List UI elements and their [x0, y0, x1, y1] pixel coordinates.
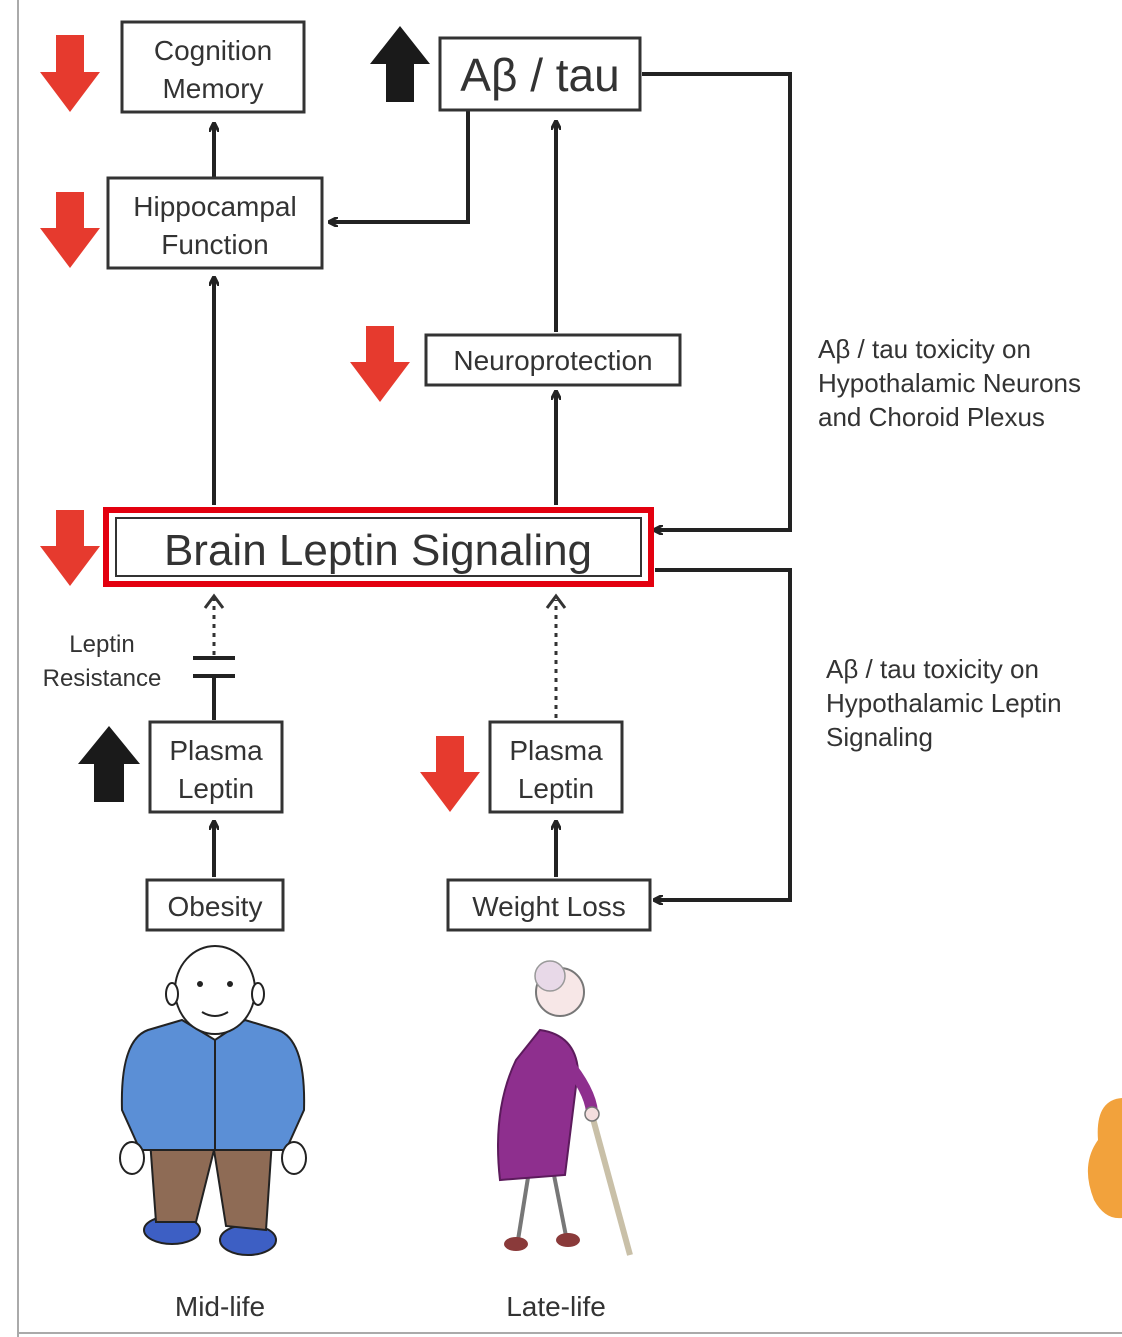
node-weight-loss: Weight Loss [446, 878, 652, 932]
leptin-resistance-line1: Leptin [69, 631, 134, 658]
toxicity-neurons-line2: Hypothalamic Neurons [818, 368, 1081, 398]
dotted-left-arrowhead [203, 593, 225, 609]
leptin-resistance-line2: Resistance [43, 665, 162, 692]
node-hippocampal-function: Hippocampal Function [106, 176, 324, 270]
toxicity-signaling-line2: Hypothalamic Leptin [826, 688, 1062, 718]
late-life-label: Late-life [506, 1291, 606, 1322]
dotted-right-arrowhead [545, 593, 567, 609]
mid-life-man-illustration [119, 945, 307, 1256]
increase-arrow-plasma-left [78, 726, 140, 802]
mid-life-label: Mid-life [175, 1291, 265, 1322]
weight-loss-label: Weight Loss [472, 891, 626, 922]
node-obesity: Obesity [145, 878, 285, 932]
cognition-line2: Memory [162, 73, 263, 104]
neuroprotection-label: Neuroprotection [453, 345, 652, 376]
plasma-right-line2: Leptin [518, 773, 594, 804]
decrease-arrow-brain-leptin [40, 510, 100, 586]
toxicity-signaling-line3: Signaling [826, 722, 933, 752]
plasma-right-line1: Plasma [509, 735, 603, 766]
obesity-label: Obesity [168, 891, 263, 922]
orange-decoration [1087, 1098, 1122, 1219]
toxicity-neurons-line1: Aβ / tau toxicity on [818, 334, 1031, 364]
decrease-arrow-plasma-right [420, 736, 480, 812]
brain-leptin-label: Brain Leptin Signaling [164, 526, 592, 575]
increase-arrow-abeta [370, 26, 430, 102]
plasma-left-line2: Leptin [178, 773, 254, 804]
toxicity-neurons-line3: and Choroid Plexus [818, 402, 1045, 432]
node-abeta-tau: Aβ / tau [438, 36, 642, 112]
arrow-leptin-to-weightloss [655, 568, 792, 900]
hippocampal-line1: Hippocampal [133, 191, 296, 222]
node-brain-leptin-signaling: Brain Leptin Signaling [103, 507, 654, 587]
node-neuroprotection: Neuroprotection [424, 333, 682, 387]
decrease-arrow-hippocampal [40, 192, 100, 268]
highlight-border [103, 507, 654, 587]
late-life-woman-illustration [497, 960, 633, 1256]
abeta-tau-label: Aβ / tau [460, 49, 619, 101]
arrow-abeta-to-leptin [642, 72, 792, 530]
node-cognition-memory: Cognition Memory [120, 20, 306, 114]
plasma-left-line1: Plasma [169, 735, 263, 766]
cognition-line1: Cognition [154, 35, 272, 66]
arrow-abeta-to-hippocampal [330, 110, 470, 222]
node-plasma-leptin-right: Plasma Leptin [488, 720, 624, 814]
hippocampal-line2: Function [161, 229, 268, 260]
node-plasma-leptin-left: Plasma Leptin [148, 720, 284, 814]
decrease-arrow-neuroprotection [350, 326, 410, 402]
connectors [193, 72, 792, 900]
toxicity-signaling-line1: Aβ / tau toxicity on [826, 654, 1039, 684]
decrease-arrow-cognition [40, 35, 100, 112]
